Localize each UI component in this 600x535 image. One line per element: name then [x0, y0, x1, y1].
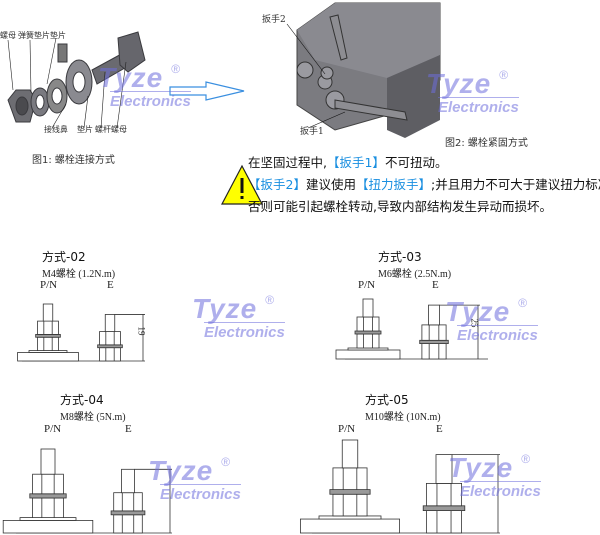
watermark: Tyze®Electronics [426, 68, 519, 116]
method-spec: M6螺栓 (2.5N.m) [378, 269, 452, 280]
hex-nut [113, 514, 143, 534]
label-e: E [436, 423, 443, 435]
bolt-shank [121, 468, 135, 494]
label-lug: 接线鼻 [44, 125, 68, 134]
hex-nut [421, 324, 447, 341]
warning-line-3: 否则可能引起螺栓转动,导致内部结构发生异动而损坏。 [248, 199, 552, 214]
method-04: 方式-04 M8螺栓 (5N.m) [60, 391, 126, 423]
hex-nut [32, 497, 64, 519]
label-pn: P/N [358, 279, 376, 291]
method-03: 方式-03 M6螺栓 (2.5N.m) [378, 248, 451, 280]
dimension-label: 19 [136, 326, 147, 336]
method-spec: M8螺栓 (5N.m) [60, 412, 126, 423]
label-e: E [107, 279, 114, 291]
washer [318, 515, 382, 520]
method-spec: M10螺栓 (10N.m) [365, 412, 441, 423]
label-wrench-1: 扳手1 [300, 127, 324, 137]
spring-washer [329, 489, 371, 495]
spring-washer [35, 333, 61, 338]
hex-nut [32, 473, 64, 495]
method-title: 方式-05 [365, 393, 409, 407]
terminal-base [2, 520, 94, 534]
label-pn: P/N [44, 423, 62, 435]
bolt-exploded-illustration [7, 31, 146, 129]
terminal-base [17, 352, 79, 362]
spring-washer [97, 344, 123, 349]
label-washer-2: 垫片 [77, 125, 93, 134]
method-title: 方式-03 [378, 250, 422, 264]
warning-line-1: 在坚固过程中,【扳手1】不可扭动。 [248, 155, 448, 170]
terminal-base [335, 349, 401, 360]
label-nut: 螺母 [0, 31, 16, 40]
arrow-right-icon [169, 81, 245, 101]
hex-nut [425, 510, 462, 534]
bolt-shank [428, 304, 440, 326]
hex-nut [332, 493, 368, 517]
figure2-caption: 图2: 螺栓紧固方式 [445, 138, 528, 149]
spring-washer [29, 493, 67, 499]
spring-washer [354, 330, 382, 335]
watermark: Tyze®Electronics [98, 62, 191, 110]
label-pn: P/N [40, 279, 58, 291]
hex-nut [332, 467, 368, 490]
spring-washer [110, 510, 146, 516]
watermark: Tyze®Electronics [445, 296, 538, 344]
spring-washer [422, 505, 466, 511]
method-spec: M4螺栓 (1.2N.m) [42, 269, 116, 280]
bolt-shank [362, 298, 374, 318]
label-washer: 垫片 [50, 31, 66, 40]
bolt-shank [104, 314, 116, 332]
method-title: 方式-04 [60, 393, 104, 407]
bolt-shank [40, 448, 56, 475]
hex-nut [37, 320, 59, 335]
terminal-base [299, 518, 400, 534]
bolt-shank [42, 303, 54, 322]
label-bolt-shank: 螺杆 [95, 125, 111, 134]
hex-nut [356, 333, 380, 349]
hex-nut [99, 347, 121, 362]
label-nut-2: 螺母 [111, 125, 127, 134]
figure1-caption: 图1: 螺栓连接方式 [32, 155, 115, 166]
label-pn: P/N [338, 423, 356, 435]
hex-nut [356, 316, 380, 332]
method-02: 方式-02 M4螺栓 (1.2N.m) [42, 248, 115, 280]
washer [19, 517, 77, 521]
spring-washer [419, 339, 449, 344]
watermark: Tyze®Electronics [448, 452, 541, 500]
method-05: 方式-05 M10螺栓 (10N.m) [365, 391, 441, 423]
hex-nut [421, 343, 447, 360]
label-spring-washer: 弹簧垫片 [18, 31, 50, 40]
hex-nut [37, 336, 59, 351]
method-title: 方式-02 [42, 250, 86, 264]
watermark: Tyze®Electronics [192, 293, 285, 341]
bolt-shank [435, 454, 453, 484]
filter-box-illustration [286, 2, 441, 138]
warning-line-2: 【扳手2】建议使用【扭力扳手】;并且用力不可大于建议扭力标准, [248, 177, 600, 192]
bolt-shank [341, 439, 359, 469]
warning-icon [221, 164, 263, 205]
hex-nut [99, 331, 121, 346]
hex-nut [113, 492, 143, 512]
label-e: E [432, 279, 439, 291]
watermark: Tyze®Electronics [148, 455, 241, 503]
warning-text: 在坚固过程中,【扳手1】不可扭动。 【扳手2】建议使用【扭力扳手】;并且用力不可… [248, 152, 600, 218]
label-wrench-2: 扳手2 [262, 15, 286, 25]
label-e: E [125, 423, 132, 435]
